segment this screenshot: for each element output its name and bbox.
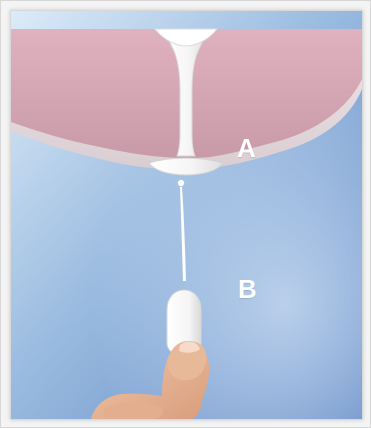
- label-b: B: [238, 274, 257, 305]
- illustration-canvas: [11, 11, 362, 419]
- medical-illustration: A B: [10, 10, 363, 420]
- label-a: A: [237, 133, 256, 164]
- probe-tip: [178, 180, 184, 186]
